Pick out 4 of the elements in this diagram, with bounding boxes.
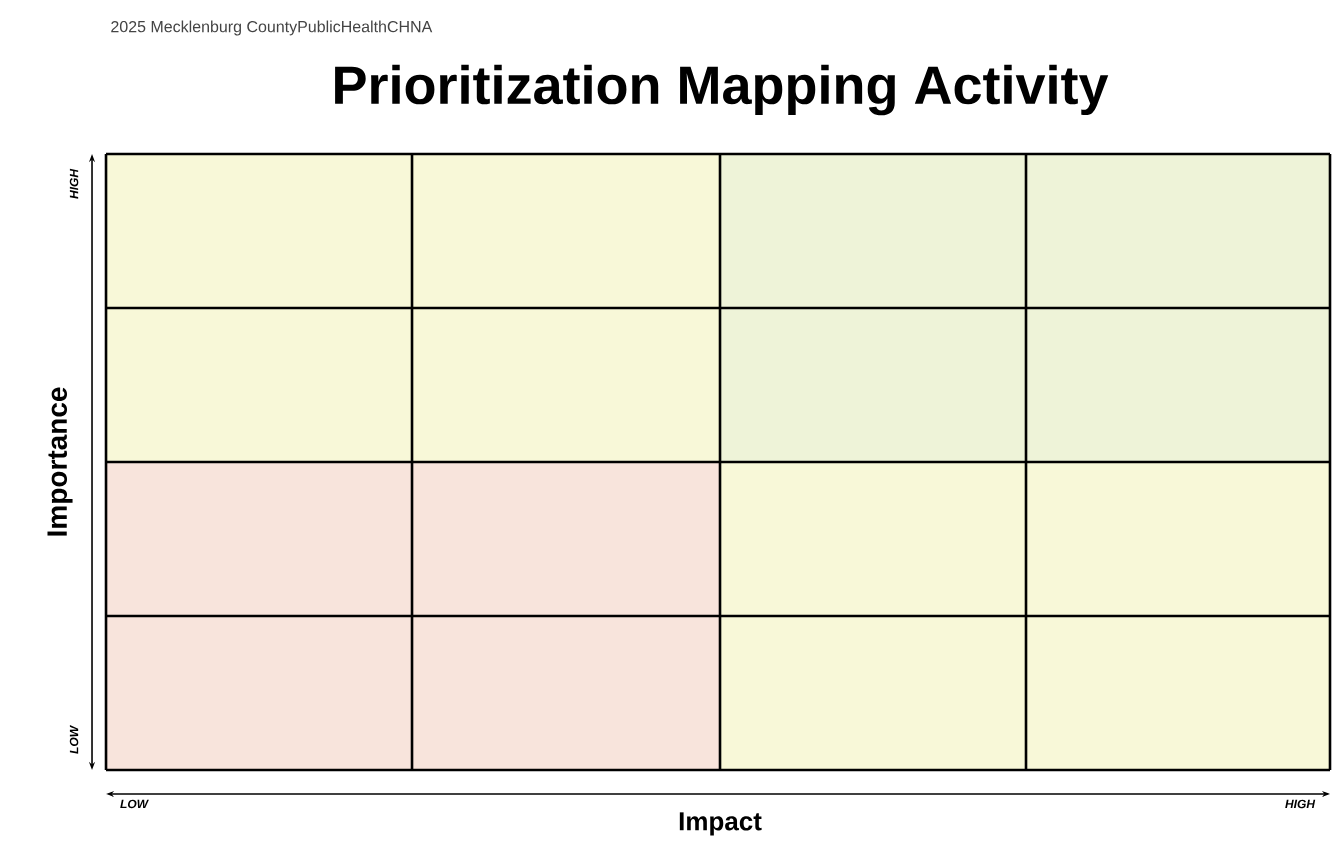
title: Prioritization Mapping Activity xyxy=(335,64,1109,116)
axis-title: Importance xyxy=(47,387,73,536)
axis-title: Impact xyxy=(679,812,762,836)
header-text: 2025 Mecklenburg CountyPublicHealthCHNA xyxy=(111,20,433,36)
